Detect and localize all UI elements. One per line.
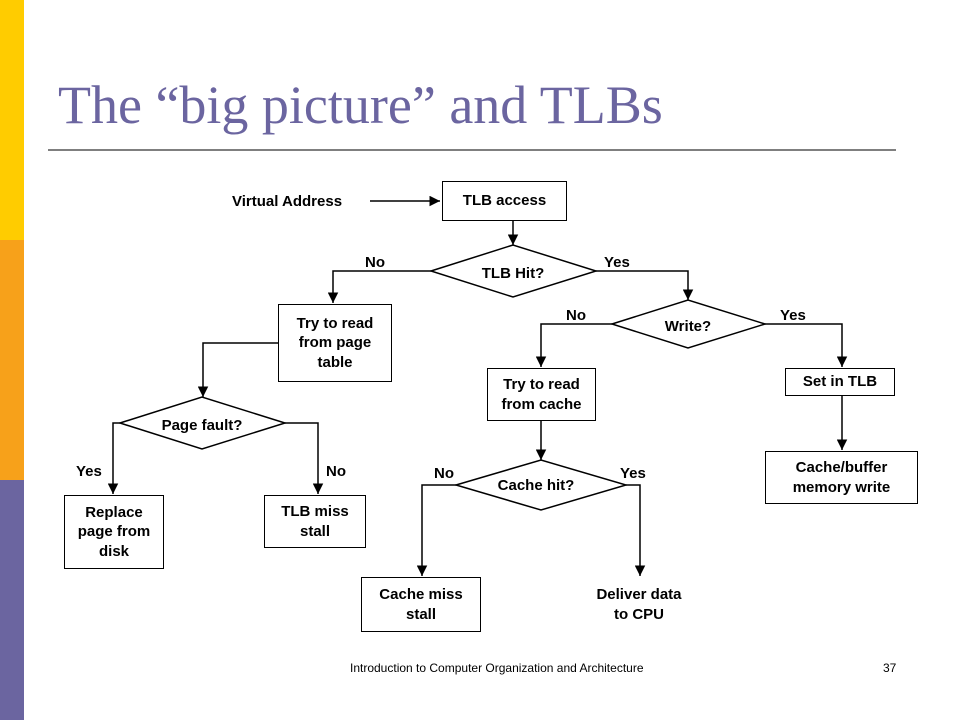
- cache-buffer-write-box: Cache/buffer memory write: [765, 451, 918, 504]
- tlb-hit-yes-label: Yes: [604, 254, 630, 271]
- slide-title: The “big picture” and TLBs: [58, 75, 663, 135]
- write-yes-label: Yes: [780, 307, 806, 324]
- arrow-write-no: [535, 323, 612, 367]
- arrow-pagetable-to-fault: [197, 342, 278, 397]
- page-number: 37: [883, 661, 897, 675]
- set-in-tlb-box: Set in TLB: [785, 368, 895, 396]
- footer-course-title: Introduction to Computer Organization an…: [350, 661, 644, 675]
- decision-cache-hit: [453, 459, 629, 511]
- sidebar-accent: [0, 0, 24, 720]
- cache-hit-label: Cache hit?: [497, 477, 575, 494]
- read-page-table-box: Try to read from page table: [278, 304, 392, 382]
- cache-hit-no-label: No: [434, 465, 454, 482]
- decision-page-fault: [117, 396, 288, 450]
- arrow-fault-no: [285, 422, 324, 494]
- sidebar-yellow-block: [0, 0, 24, 240]
- deliver-data-label: Deliver data to CPU: [596, 586, 682, 623]
- write-no-label: No: [566, 307, 586, 324]
- write-label: Write?: [664, 318, 712, 335]
- tlb-access-box: TLB access: [442, 181, 567, 221]
- arrow-cachehit-no: [416, 484, 456, 576]
- arrow-fault-yes: [107, 422, 120, 494]
- page-fault-label: Page fault?: [161, 417, 243, 434]
- tlb-miss-stall-box: TLB miss stall: [264, 495, 366, 548]
- cache-hit-yes-label: Yes: [620, 465, 646, 482]
- arrow-hit-yes: [596, 270, 694, 300]
- sidebar-purple-block: [0, 480, 24, 720]
- tlb-hit-no-label: No: [365, 254, 385, 271]
- arrow-cachehit-yes: [626, 484, 646, 576]
- decision-write: [609, 299, 768, 349]
- arrow-write-yes: [765, 323, 848, 367]
- title-divider: [48, 149, 896, 151]
- tlb-hit-label: TLB Hit?: [481, 265, 545, 282]
- replace-page-box: Replace page from disk: [64, 495, 164, 569]
- sidebar-orange-block: [0, 240, 24, 480]
- virtual-address-label: Virtual Address: [232, 193, 343, 210]
- arrow-hit-no: [327, 270, 431, 303]
- page-fault-no-label: No: [326, 463, 346, 480]
- page-fault-yes-label: Yes: [76, 463, 102, 480]
- cache-miss-stall-box: Cache miss stall: [361, 577, 481, 632]
- decision-tlb-hit: [428, 244, 599, 298]
- try-read-cache-box: Try to read from cache: [487, 368, 596, 421]
